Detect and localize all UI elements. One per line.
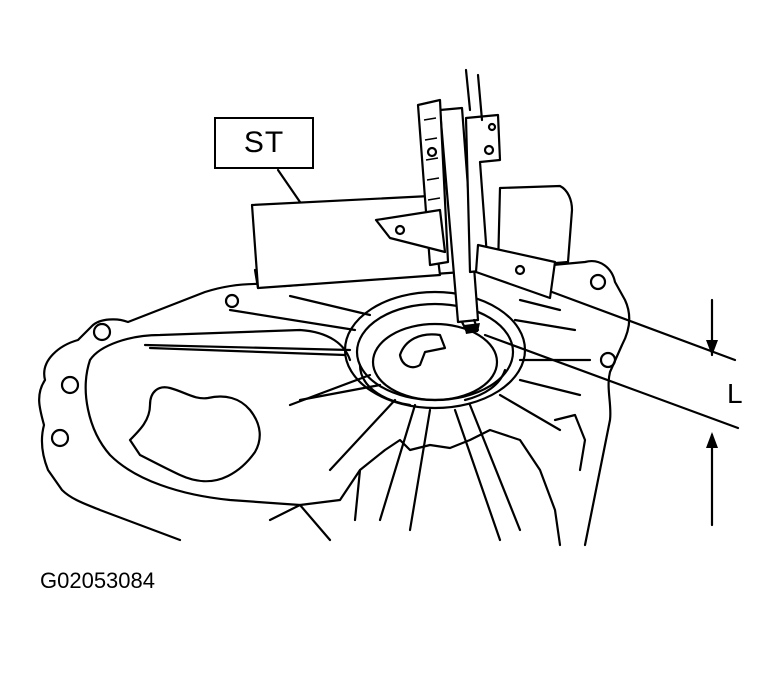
housing-inner-wall <box>84 328 352 507</box>
housing-outline <box>38 260 631 547</box>
st-leader-line <box>276 168 302 204</box>
bearing-bore <box>343 290 527 410</box>
bolt-bosses <box>50 273 617 448</box>
dimension-l-marker <box>483 290 740 527</box>
housing-ribs <box>143 294 592 542</box>
housing-lower-wall <box>268 413 587 547</box>
figure-code: G02053084 <box>40 568 155 593</box>
dimension-l-label: L <box>727 378 743 409</box>
depth-gauge <box>374 68 557 334</box>
st-tool-label: ST <box>214 117 314 169</box>
housing-cavity <box>128 386 261 483</box>
